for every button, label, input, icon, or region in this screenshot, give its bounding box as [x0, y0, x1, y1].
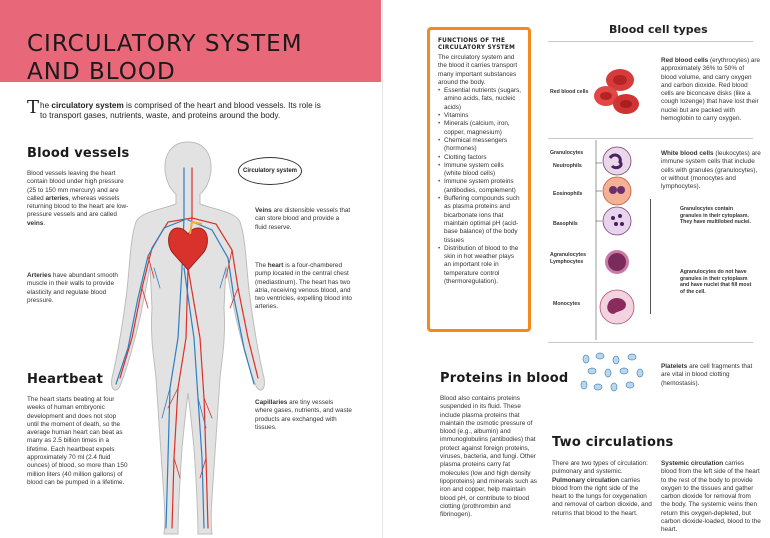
platelets-text: Platelets are cell fragments that are vi… [661, 363, 761, 388]
blood-cell-types-heading: Blood cell types [609, 23, 708, 36]
circ-intro: There are two types of circulation: pulm… [552, 460, 648, 476]
capillaries-text: are tiny vessels where gases, nutrients,… [255, 399, 352, 431]
divider [548, 342, 753, 343]
red-blood-cells-image [594, 69, 639, 114]
functions-heading: FUNCTIONS OF THE CIRCULATORY SYSTEM [438, 38, 516, 51]
heart-shape [168, 227, 208, 271]
intro-text-pre: he [40, 101, 52, 110]
two-circulations-text-2: Systemic circulation carries blood from … [661, 460, 761, 535]
capillaries-note: Capillaries are tiny vessels where gases… [255, 399, 352, 432]
platelets-desc: are cell fragments that are vital in blo… [661, 363, 753, 387]
white-cells-bold: White blood cells [661, 150, 714, 157]
list-item: Buffering compounds such as plasma prote… [438, 195, 522, 245]
list-item: Immune system cells (white blood cells) [438, 162, 522, 179]
list-item: Distribution of blood to the skin in hot… [438, 245, 522, 286]
two-circulations-heading: Two circulations [552, 435, 674, 450]
basophils-label: Basophils [553, 221, 578, 227]
white-cells-image [595, 140, 635, 340]
heart-note: The heart is a four-chambered pump locat… [255, 262, 352, 312]
veins-bold: Veins [255, 207, 272, 214]
platelets-image [580, 352, 644, 392]
granulocytes-label: Granulocytes [550, 150, 584, 156]
two-circulations-text-1: There are two types of circulation: pulm… [552, 460, 652, 518]
title-line-1: CIRCULATORY SYSTEM [27, 31, 303, 57]
systemic-text: carries blood from the left side of the … [661, 460, 761, 534]
blood-vessels-heading: Blood vessels [27, 146, 130, 161]
heart-pre: The [255, 262, 268, 269]
proteins-text: Blood also contains proteins suspended i… [440, 395, 537, 519]
drop-cap: T [27, 97, 40, 118]
list-item: Vitamins [438, 112, 522, 121]
heart-bold: heart [267, 262, 284, 269]
blood-vessels-text: Blood vessels leaving the heart contain … [27, 170, 129, 228]
proteins-heading: Proteins in blood [440, 371, 569, 386]
agranulocytes-note: Agranulocytes do not have granules in th… [680, 269, 752, 295]
arteries-text: have abundant smooth muscle in their wal… [27, 272, 118, 304]
bv-arteries: arteries [45, 194, 69, 202]
heart-text: is a four-chambered pump located in the … [255, 262, 352, 311]
veins-text: are distensible vessels that can store b… [255, 207, 351, 231]
veins-note: Veins are distensible vessels that can s… [255, 207, 352, 232]
list-item: Chemical messengers (hormones) [438, 137, 522, 154]
divider [548, 41, 753, 42]
functions-box: FUNCTIONS OF THE CIRCULATORY SYSTEM The … [427, 27, 531, 332]
circulatory-system-bubble: Circulatory system [238, 157, 302, 185]
systemic-bold: Systemic circulation [661, 460, 724, 467]
monocytes-label: Monocytes [553, 301, 581, 307]
granulocytes-note: Granulocytes contain granules in their c… [680, 206, 751, 226]
page-title: CIRCULATORY SYSTEM AND BLOOD [27, 30, 303, 86]
white-cells-text: White blood cells (leukocytes) are immun… [661, 150, 761, 191]
arteries-note: Arteries have abundant smooth muscle in … [27, 272, 125, 305]
list-item: Clotting factors [438, 154, 522, 163]
red-cells-bold: Red blood cells [661, 57, 709, 64]
capillaries-bold: Capillaries [255, 399, 288, 406]
neutrophils-label: Neutrophils [553, 163, 582, 169]
page-spine [382, 0, 383, 538]
agranulocytes-label: Agranulocytes [550, 252, 587, 258]
red-cells-text: Red blood cells (erythrocytes) are appro… [661, 57, 761, 123]
pulmonary-bold: Pulmonary circulation [552, 476, 620, 484]
bv-text-3: . [43, 219, 46, 227]
arteries-bold: Arteries [27, 272, 52, 279]
bv-text-1: Blood vessels leaving the heart contain … [27, 170, 124, 202]
red-cells-label: Red blood cells [550, 89, 589, 95]
functions-list: Essential nutrients (sugars, amino acids… [438, 87, 522, 286]
red-cells-desc: (erythrocytes) are approximately 36% to … [661, 57, 761, 123]
body-illustration [111, 141, 265, 535]
title-line-2: AND BLOOD [27, 59, 176, 85]
eosinophils-label: Eosinophils [553, 191, 583, 197]
list-item: Essential nutrients (sugars, amino acids… [438, 87, 522, 112]
pulmonary-text: carries blood from the right side of the… [552, 476, 652, 517]
bv-veins: veins [27, 219, 44, 227]
heartbeat-text: The heart starts beating at four weeks o… [27, 396, 128, 486]
list-item: Minerals (calcium, iron, copper, magnesi… [438, 120, 522, 137]
platelets-bold: Platelets [661, 363, 688, 370]
list-item: Immune system proteins (antibodies, comp… [438, 178, 522, 195]
intro-bold: circulatory system [51, 101, 124, 110]
functions-intro: The circulatory system and the blood it … [438, 54, 518, 86]
title-banner [0, 0, 381, 82]
bv-text-2: , whereas vessels returning blood to the… [27, 194, 129, 219]
heartbeat-heading: Heartbeat [27, 372, 104, 387]
bracket-line [650, 199, 651, 314]
white-cells-desc: (leukocytes) are immune system cells tha… [661, 150, 761, 191]
intro-text: is comprised of the heart and blood vess… [40, 101, 321, 121]
divider [548, 138, 753, 139]
lymphocytes-label: Lymphocytes [550, 259, 584, 265]
